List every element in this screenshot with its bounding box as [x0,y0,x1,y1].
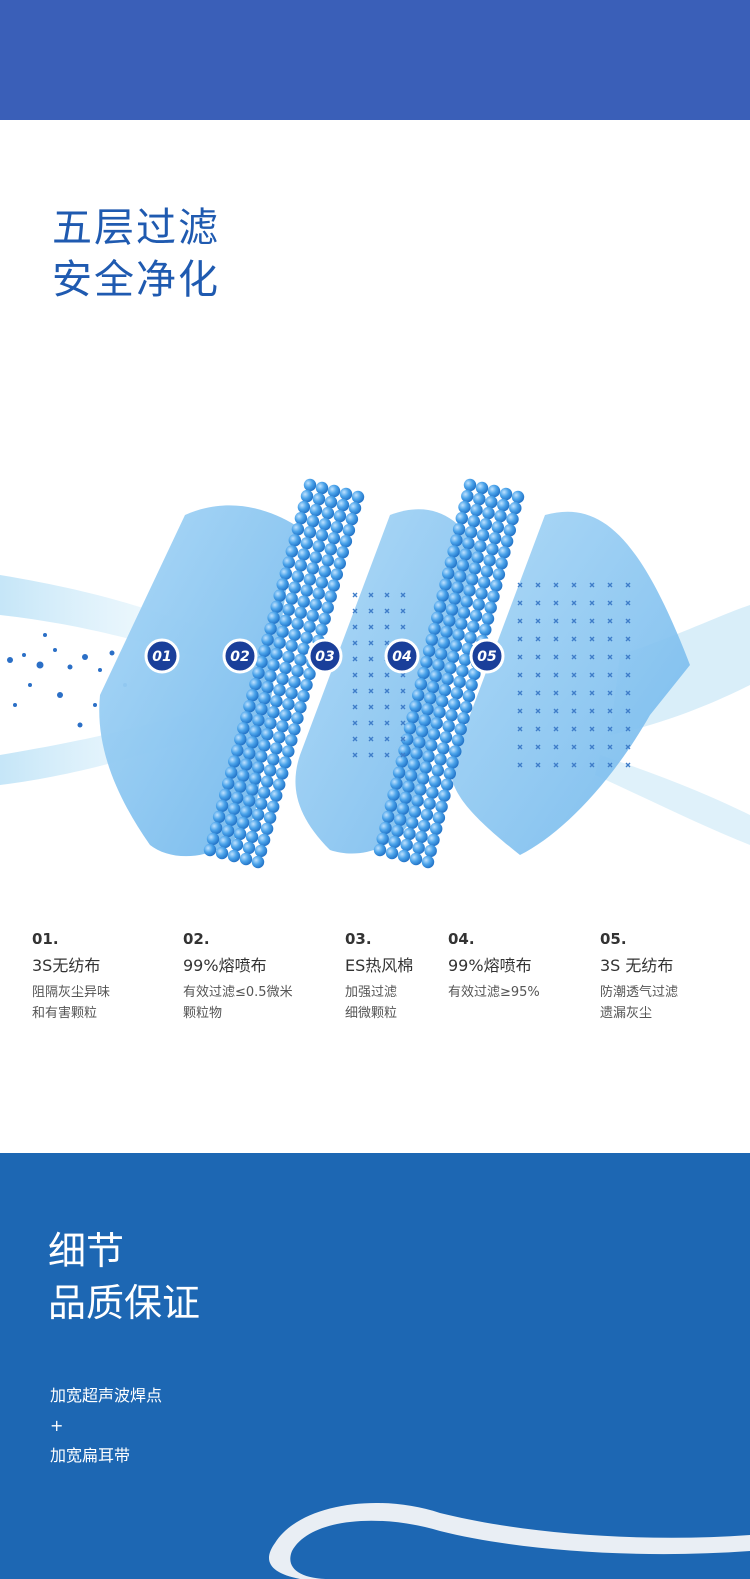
layer-descriptions: 01. 3S无纺布 阻隔灰尘异味 和有害颗粒 02. 99%熔喷布 有效过滤≤0… [0,928,750,1048]
headline-line-1: 五层过滤 [52,205,220,251]
layer-name: ES热风棉 [345,956,414,975]
detail-section: 细节 品质保证 加宽超声波焊点 + 加宽扁耳带 [0,1153,750,1579]
feature-flat-ear-loop: 加宽扁耳带 [50,1446,131,1465]
layer-item-5: 05. 3S 无纺布 防潮透气过滤 遗漏灰尘 [600,928,750,1024]
layer-number: 05. [600,930,627,948]
headline-line-2: 安全净化 [52,257,220,303]
layer-item-2: 02. 99%熔喷布 有效过滤≤0.5微米 颗粒物 [183,928,333,1024]
badge-circle [144,638,180,674]
filter-layer-2 [203,478,365,869]
layer-number: 04. [448,930,475,948]
filter-layers-illustration: 01 02 03 04 05 [0,478,750,869]
badge-label: 05 [477,649,497,665]
detail-title: 细节 品质保证 [48,1225,200,1329]
layer-number: 03. [345,930,372,948]
layer-name: 99%熔喷布 [183,956,267,975]
fiber-marks [352,582,631,768]
badge-label: 01 [152,649,171,665]
badge-circle [307,638,343,674]
detail-title-line-2: 品质保证 [48,1281,201,1325]
badge-label: 03 [315,649,334,665]
badge-label: 04 [392,649,411,665]
feature-plus: + [50,1416,64,1435]
top-banner [0,0,750,120]
filter-layer-5 [451,511,690,855]
badge-circle [384,638,420,674]
detail-title-line-1: 细节 [48,1229,125,1273]
badge-circle [222,638,258,674]
badge-circle [469,638,505,674]
layer-name: 3S 无纺布 [600,956,674,975]
badge-label: 02 [230,649,249,665]
ear-strap-image [268,1503,750,1579]
layer-description: 有效过滤≤0.5微米 颗粒物 [183,985,293,1021]
layer-item-3: 03. ES热风棉 加强过滤 细微颗粒 [345,928,495,1024]
layer-description: 加强过滤 细微颗粒 [345,985,398,1021]
layer-description: 有效过滤≥95% [448,985,540,1000]
filter-layer-4 [373,478,525,869]
feature-list: 加宽超声波焊点 + 加宽扁耳带 [50,1381,162,1471]
layer-item-1: 01. 3S无纺布 阻隔灰尘异味 和有害颗粒 [32,928,182,1024]
layer-number: 02. [183,930,210,948]
headline: 五层过滤 安全净化 [52,202,220,306]
layer-name: 99%熔喷布 [448,956,532,975]
layer-name: 3S无纺布 [32,956,101,975]
ear-strap-shape [268,1503,750,1579]
layer-description: 阻隔灰尘异味 和有害颗粒 [32,985,111,1021]
layer-badges: 01 02 03 04 05 [144,638,505,674]
filter-layer-3 [295,509,480,854]
layer-description: 防潮透气过滤 遗漏灰尘 [600,985,679,1021]
feature-ultrasonic-weld: 加宽超声波焊点 [50,1386,163,1405]
layer-number: 01. [32,930,59,948]
layer-item-4: 04. 99%熔喷布 有效过滤≥95% [448,928,598,1003]
